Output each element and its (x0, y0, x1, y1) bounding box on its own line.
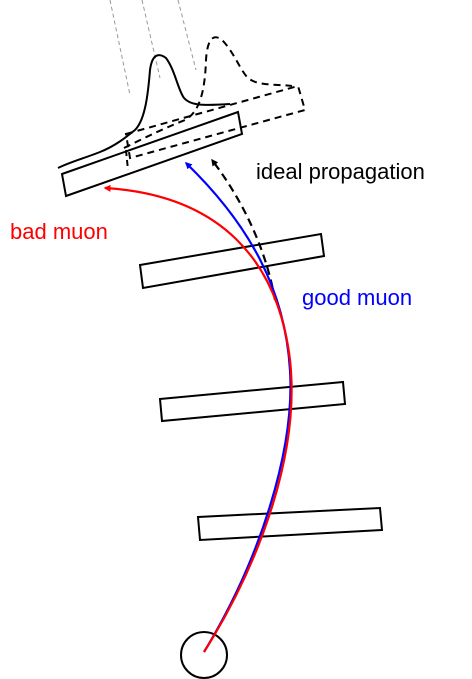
detector-plane-1 (196, 506, 384, 542)
guide-line (177, 0, 197, 71)
guide-line (109, 0, 131, 96)
ideal-distribution-curve (123, 36, 293, 149)
bad-muon-track (103, 184, 293, 653)
detector-plane-2 (158, 380, 347, 423)
guide-lines (109, 0, 197, 96)
ideal-center-mark (125, 149, 129, 171)
vertex-circle (180, 631, 228, 679)
measured-distribution-curve (57, 54, 231, 169)
bad-muon-label: bad muon (10, 219, 108, 244)
detector-plane-3 (138, 232, 326, 290)
ideal-propagation-label: ideal propagation (256, 159, 425, 184)
detector-planes (60, 110, 384, 542)
guide-line (141, 0, 161, 79)
detector-plane-4 (60, 110, 244, 198)
good-muon-label: good muon (302, 285, 412, 310)
